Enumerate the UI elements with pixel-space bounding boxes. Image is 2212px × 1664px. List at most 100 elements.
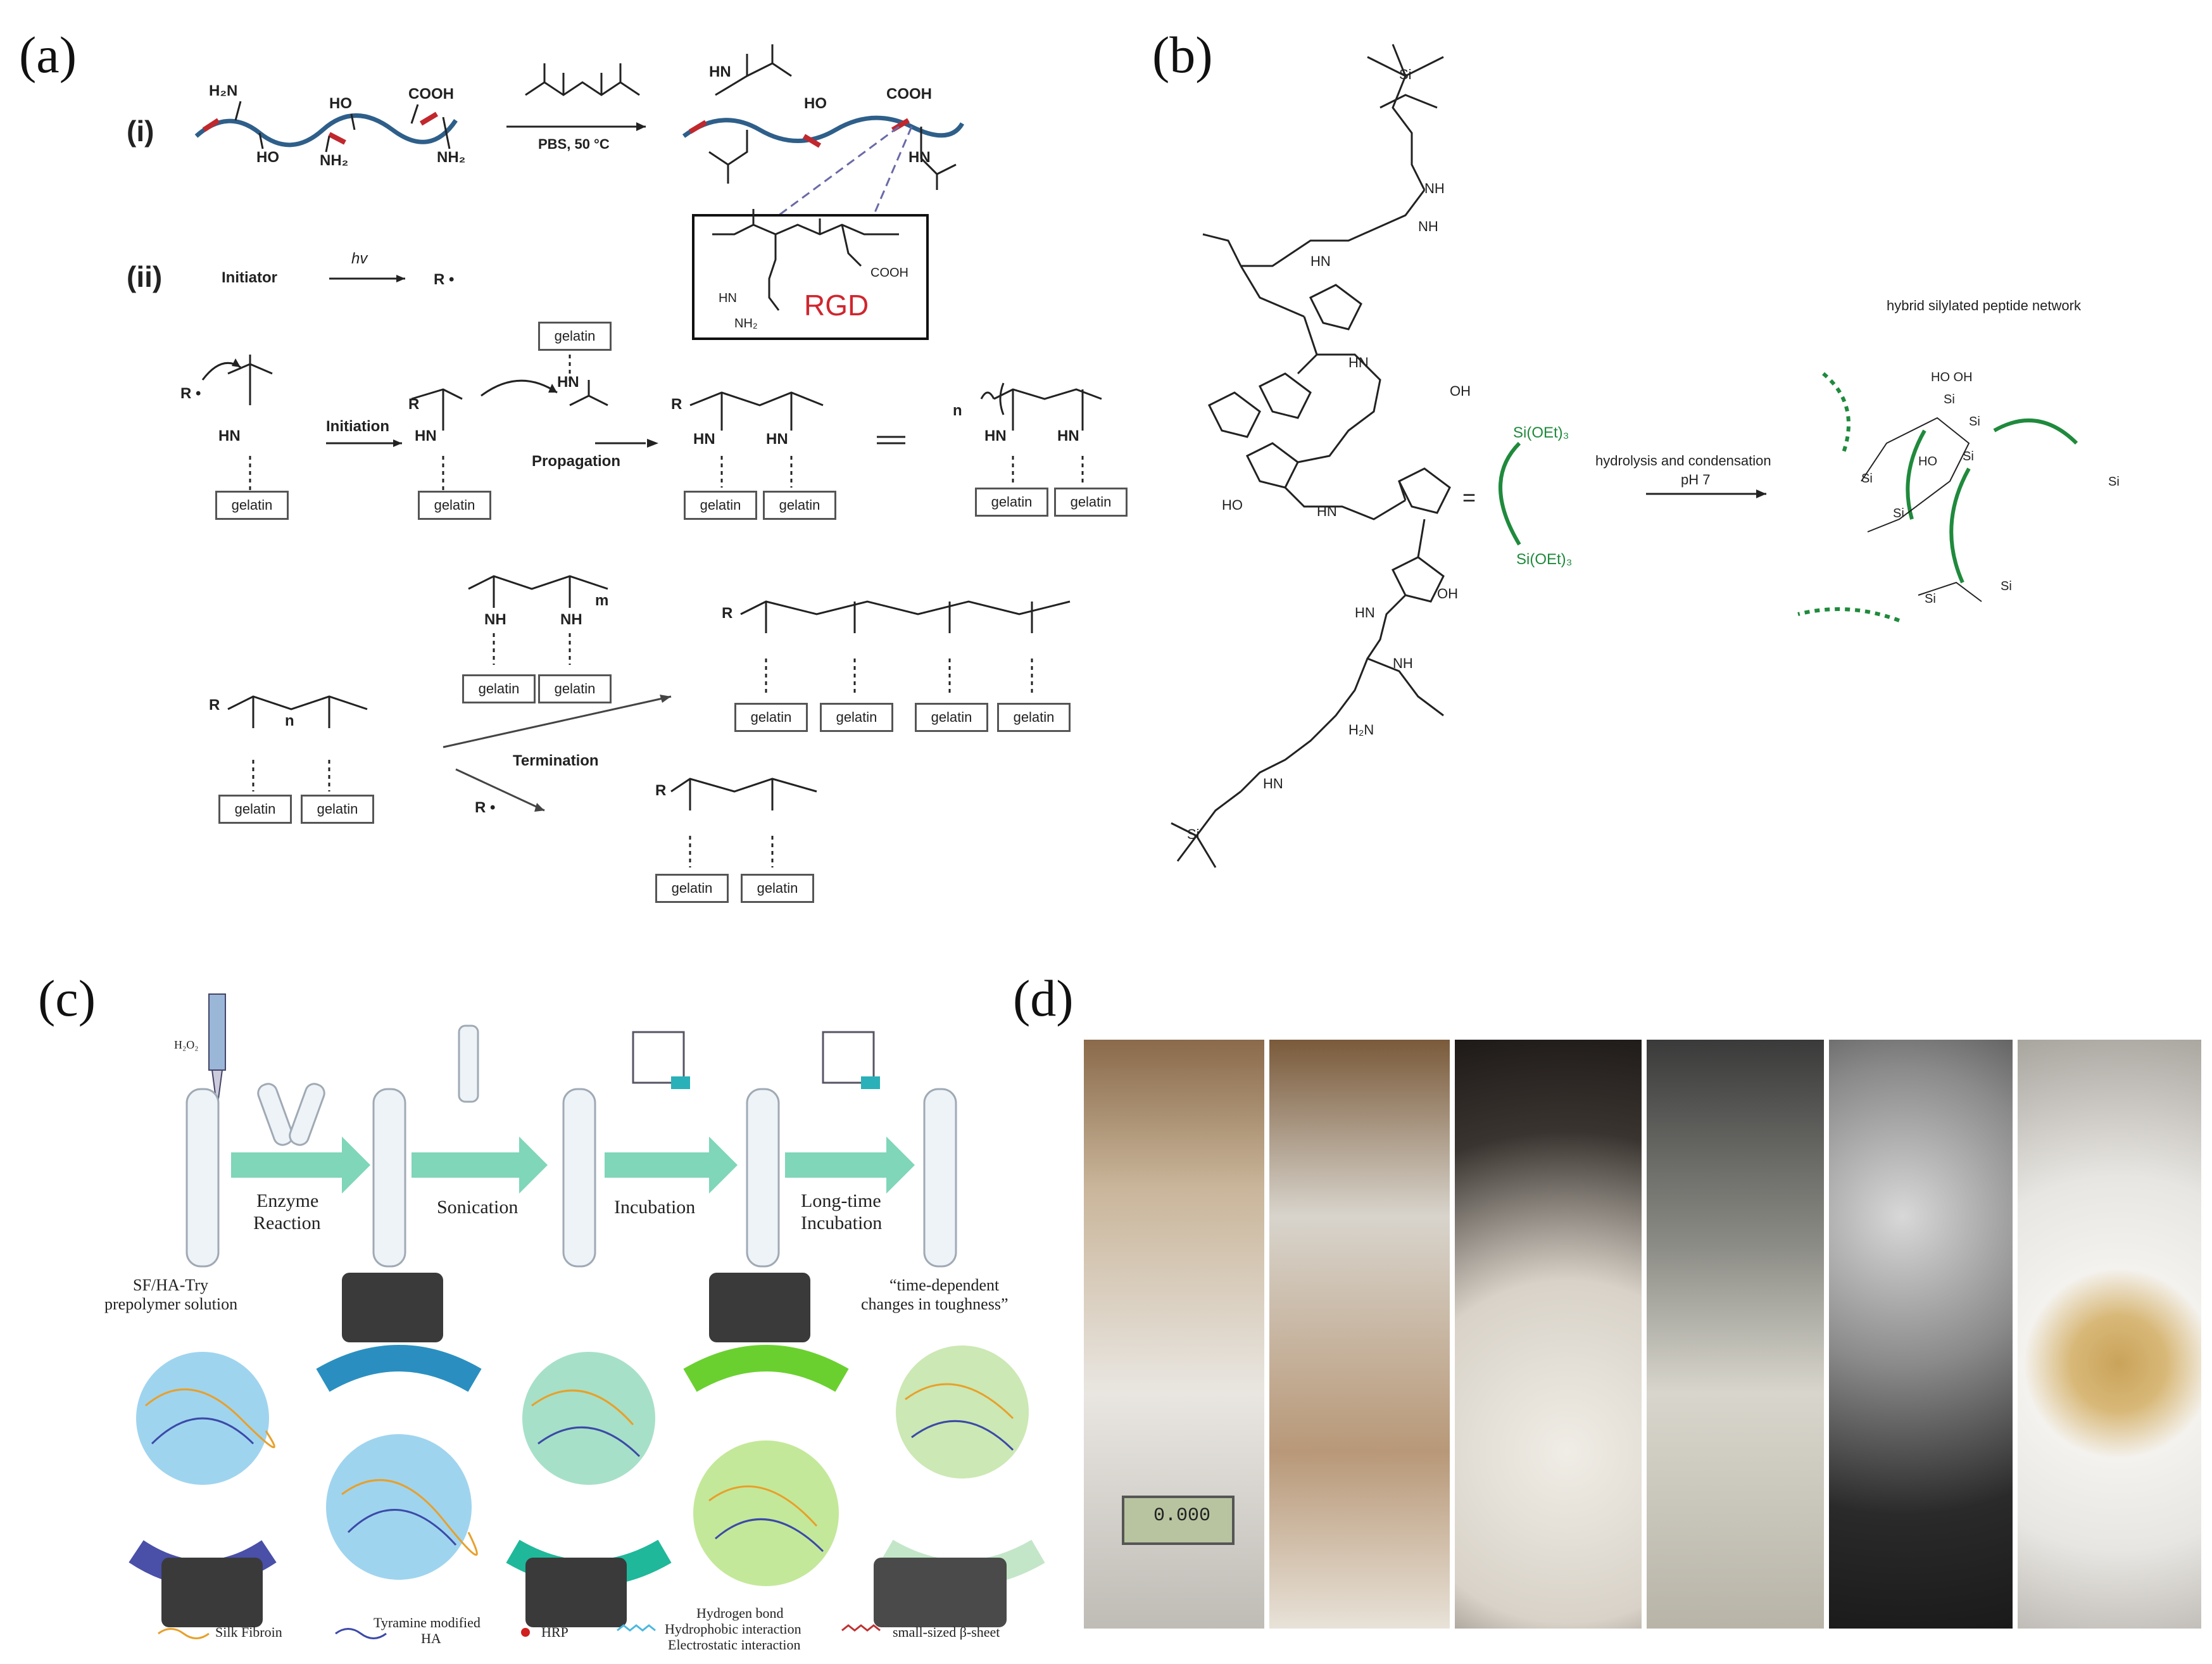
legend-hrp: HRP [541, 1624, 569, 1640]
nh-label: NH [1393, 655, 1413, 671]
nh-label: NH [1424, 180, 1445, 196]
initiation-label: Initiation [326, 418, 389, 435]
ho-oh-label: HO OH [1931, 370, 1973, 384]
panel-a: (i) (ii) H₂N HO HO NH₂ COOH NH₂ PBS, 50 … [0, 0, 1128, 918]
hv-label: hv [351, 250, 368, 267]
legend-beta-sheet: small-sized β-sheet [893, 1624, 1000, 1640]
gelatin-box: gelatin [538, 674, 612, 703]
gelatin-box: gelatin [215, 491, 289, 520]
panel-label-d: (d) [1013, 969, 1074, 1027]
label-i: (i) [127, 115, 154, 148]
panel-b-structures [1171, 44, 2078, 868]
network-title: hybrid silylated peptide network [1887, 298, 2081, 313]
panel-label-b: (b) [1152, 26, 1213, 84]
hn-label: HN [1348, 355, 1369, 370]
equals-sign: = [1462, 484, 1476, 510]
nh-label: NH [1418, 218, 1438, 234]
gelatin-box: gelatin [975, 488, 1048, 517]
prepolymer-label: SF/HA-Try [133, 1276, 208, 1294]
si-label: Si [1969, 415, 1980, 429]
rgd-nh2: NH₂ [734, 317, 758, 331]
step-enzyme-2: Reaction [253, 1213, 321, 1233]
h2n-label: H₂N [1348, 722, 1374, 738]
si-oet3-top: Si(OEt)₃ [1513, 424, 1569, 441]
gelatin-box: gelatin [538, 322, 612, 351]
photo-mortar-grinding [1454, 1038, 1643, 1630]
r-label: R [671, 396, 682, 413]
si-label: Si [1963, 450, 1974, 463]
toughness-label-2: changes in toughness” [861, 1295, 1009, 1313]
panel-b: Si NH NH HN OH HN HO HN OH HN NH H₂N HN … [1140, 0, 2212, 918]
photo-hotplate [1645, 1038, 1825, 1630]
product-ho: HO [804, 95, 827, 112]
hydrolysis-label: hydrolysis and condensation [1595, 453, 1771, 469]
n-subscript: n [285, 712, 294, 729]
gelatin-box: gelatin [820, 703, 893, 732]
product-hn2: HN [908, 149, 931, 166]
panel-label-a: (a) [19, 26, 77, 84]
hn-label: HN [557, 374, 579, 391]
ho-label: HO [1222, 497, 1243, 513]
rgd-label: RGD [804, 289, 869, 322]
si-label: Si [1187, 826, 1200, 842]
radical-label-2: R • [180, 385, 201, 402]
hn-label: HN [1263, 776, 1283, 791]
step-sonication: Sonication [437, 1197, 518, 1218]
ph-label: pH 7 [1681, 472, 1711, 488]
si-label: Si [2108, 475, 2120, 489]
oh-label: OH [1437, 586, 1458, 602]
prepolymer-label-2: prepolymer solution [104, 1295, 238, 1313]
radical-label: R • [434, 271, 455, 288]
ho-label: HO [1918, 455, 1937, 469]
panel-a-structures [194, 44, 1102, 867]
photo-balance: 0.000 [1083, 1038, 1266, 1630]
rgd-cooh: COOH [870, 266, 908, 280]
radical-label-3: R • [475, 799, 496, 816]
propagation-label: Propagation [532, 453, 621, 470]
step-long-2: Incubation [801, 1213, 883, 1233]
step-enzyme: Enzyme [256, 1190, 319, 1211]
initiator-label: Initiator [222, 269, 277, 286]
reaction-condition: PBS, 50 °C [538, 136, 610, 152]
hn-label: HN [218, 427, 241, 444]
r-label: R [408, 396, 420, 413]
si-label: Si [1861, 472, 1873, 486]
step-long: Long-time [801, 1190, 881, 1211]
gelatin-box: gelatin [418, 491, 491, 520]
hn-label: HN [1317, 503, 1337, 519]
photo-petri-dishes [1828, 1038, 2014, 1630]
nh-label: NH [560, 611, 582, 628]
legend-hydrophobic: Hydrophobic interaction [665, 1621, 801, 1637]
hn-label: HN [693, 431, 715, 448]
gelatin-box: gelatin [915, 703, 988, 732]
hn-label: HN [766, 431, 788, 448]
panel-c: H₂O₂ Enzyme Reaction Sonication Incubati… [0, 924, 1070, 1664]
termination-label: Termination [513, 752, 599, 769]
nh2-label-2: NH₂ [437, 149, 466, 166]
m-subscript: m [595, 592, 609, 609]
si-label: Si [1944, 393, 1955, 407]
ho-label-1: HO [329, 95, 352, 112]
legend-silk-fibroin: Silk Fibroin [215, 1624, 282, 1640]
gelatin-box: gelatin [997, 703, 1071, 732]
balance-readout: 0.000 [1153, 1505, 1211, 1527]
photo-powder-dish [2016, 1038, 2203, 1630]
si-label: Si [1925, 592, 1936, 606]
si-label: Si [2001, 579, 2012, 593]
panel-c-process [129, 993, 1045, 1639]
legend-electrostatic: Electrostatic interaction [668, 1637, 801, 1653]
gelatin-box: gelatin [1054, 488, 1128, 517]
label-ii: (ii) [127, 260, 163, 293]
hn-label: HN [1355, 605, 1375, 621]
cooh-label: COOH [408, 85, 454, 103]
oh-label: OH [1450, 383, 1471, 399]
hn-label: HN [984, 427, 1007, 444]
nh2-label-1: NH₂ [320, 152, 349, 169]
hn-label: HN [415, 427, 437, 444]
step-incubation: Incubation [614, 1197, 696, 1218]
gelatin-box: gelatin [763, 491, 836, 520]
r-label: R [209, 696, 220, 714]
r-label: R [722, 605, 733, 622]
n-subscript: n [953, 402, 962, 419]
product-cooh: COOH [886, 85, 932, 103]
